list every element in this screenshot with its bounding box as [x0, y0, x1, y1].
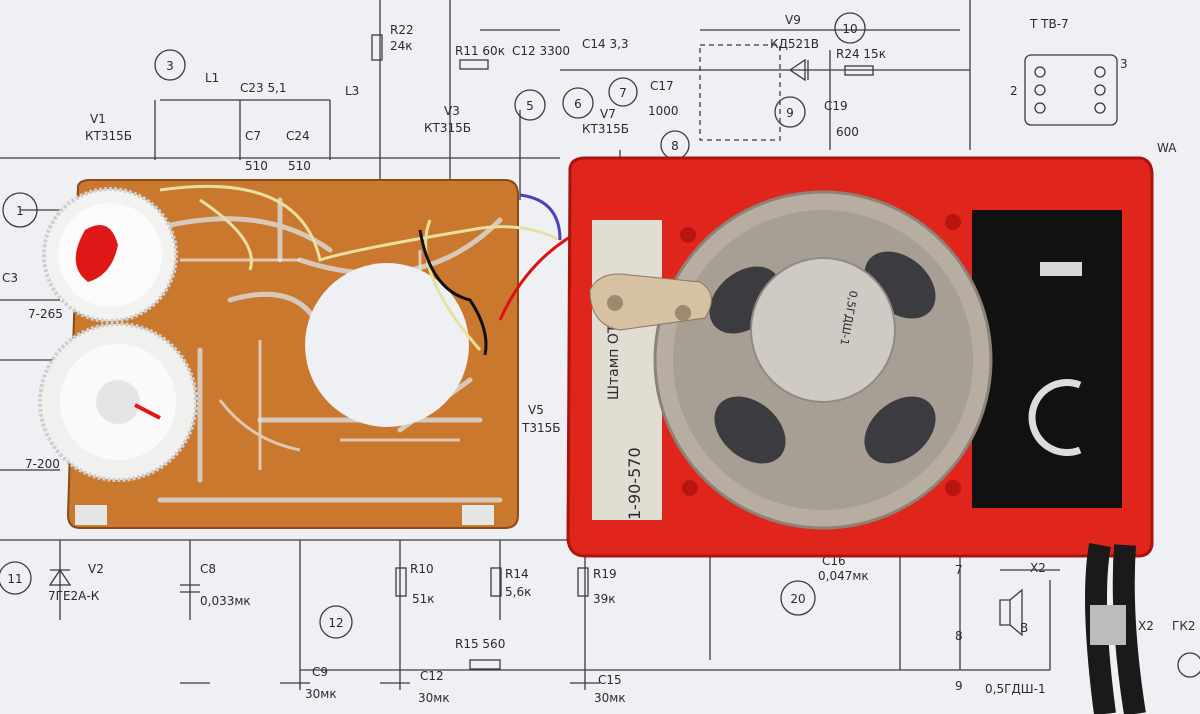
- svg-text:КД521В: КД521В: [770, 37, 819, 51]
- svg-text:V1: V1: [90, 112, 106, 126]
- svg-text:20: 20: [790, 592, 805, 606]
- svg-text:КТ315Б: КТ315Б: [85, 129, 132, 143]
- svg-text:6: 6: [574, 97, 582, 111]
- svg-text:600: 600: [836, 125, 859, 139]
- cable-clip: [1090, 605, 1126, 645]
- svg-text:24к: 24к: [390, 39, 413, 53]
- svg-text:C7: C7: [245, 129, 261, 143]
- svg-text:C24: C24: [286, 129, 310, 143]
- transformer-symbol: [1024, 54, 1118, 126]
- svg-text:1-90-570: 1-90-570: [625, 447, 644, 520]
- svg-text:B: B: [1020, 621, 1028, 635]
- svg-text:C23 5,1: C23 5,1: [240, 81, 287, 95]
- svg-text:30мк: 30мк: [594, 691, 626, 705]
- speaker: 0,5ГДШ-1: [653, 190, 993, 530]
- svg-text:C9: C9: [312, 665, 328, 679]
- svg-text:C17: C17: [650, 79, 674, 93]
- svg-text:T ТВ-7: T ТВ-7: [1029, 17, 1069, 31]
- svg-text:L3: L3: [345, 84, 359, 98]
- svg-text:5: 5: [526, 99, 534, 113]
- svg-text:КТ315Б: КТ315Б: [582, 122, 629, 136]
- svg-text:C14 3,3: C14 3,3: [582, 37, 629, 51]
- svg-text:0,5ГДШ-1: 0,5ГДШ-1: [985, 682, 1046, 696]
- svg-text:8: 8: [955, 629, 963, 643]
- otk-label: [592, 220, 662, 520]
- svg-text:R15 560: R15 560: [455, 637, 505, 651]
- svg-text:1: 1: [16, 204, 24, 218]
- svg-text:30мк: 30мк: [418, 691, 450, 705]
- svg-text:V2: V2: [88, 562, 104, 576]
- tuning-knob: [42, 187, 178, 323]
- svg-text:Штамп ОТК: Штамп ОТК: [606, 315, 622, 400]
- svg-text:КТ315Б: КТ315Б: [424, 121, 471, 135]
- svg-text:R24 15к: R24 15к: [836, 47, 886, 61]
- svg-text:R11 60к: R11 60к: [455, 44, 505, 58]
- svg-text:L1: L1: [205, 71, 219, 85]
- speaker-magnet: [750, 257, 896, 403]
- svg-text:X2: X2: [1138, 619, 1154, 633]
- svg-text:C12: C12: [420, 669, 444, 683]
- svg-text:0,033мк: 0,033мк: [200, 594, 251, 608]
- svg-text:12: 12: [328, 616, 343, 630]
- svg-text:V5: V5: [528, 403, 544, 417]
- svg-text:C12 3300: C12 3300: [512, 44, 570, 58]
- svg-text:7ГЕ2А-К: 7ГЕ2А-К: [48, 589, 100, 603]
- volume-knob: [38, 322, 198, 482]
- schematic-labels: R22 24к R11 60к C12 3300 C14 3,3 V9 КД52…: [2, 13, 1195, 705]
- svg-text:51к: 51к: [412, 592, 435, 606]
- schematic-circles: 3 1 5 6 7 8 9 10 11 12 20: [0, 12, 866, 639]
- svg-text:X2: X2: [1030, 561, 1046, 575]
- diode-symbol: [48, 568, 72, 586]
- pcb-hole: [305, 263, 469, 427]
- svg-text:0,047мк: 0,047мк: [818, 569, 869, 583]
- svg-text:39к: 39к: [593, 592, 616, 606]
- diode-v9-symbol: [788, 58, 809, 82]
- svg-text:ГК2: ГК2: [1172, 619, 1195, 633]
- svg-text:3: 3: [1120, 57, 1128, 71]
- wire-yellow: [159, 184, 561, 351]
- svg-text:5,6к: 5,6к: [505, 585, 531, 599]
- svg-text:30мк: 30мк: [305, 687, 337, 701]
- svg-text:Т315Б: Т315Б: [521, 421, 560, 435]
- svg-text:C15: C15: [598, 673, 622, 687]
- svg-text:C8: C8: [200, 562, 216, 576]
- svg-text:V9: V9: [785, 13, 801, 27]
- svg-text:9: 9: [955, 679, 963, 693]
- svg-text:R19: R19: [593, 567, 617, 581]
- svg-text:1000: 1000: [648, 104, 679, 118]
- schematic-wires: [0, 0, 1200, 690]
- svg-text:2: 2: [1010, 84, 1018, 98]
- svg-text:510: 510: [245, 159, 268, 173]
- svg-text:V7: V7: [600, 107, 616, 121]
- svg-text:WA: WA: [1157, 141, 1177, 155]
- svg-text:C3: C3: [2, 271, 18, 285]
- svg-text:9: 9: [786, 106, 794, 120]
- svg-text:V3: V3: [444, 104, 460, 118]
- speaker-symbol: [999, 588, 1023, 637]
- svg-text:3: 3: [166, 59, 174, 73]
- svg-text:7: 7: [619, 86, 627, 100]
- svg-text:11: 11: [7, 572, 22, 586]
- battery-panel: [972, 210, 1122, 508]
- svg-text:7: 7: [955, 563, 963, 577]
- svg-text:510: 510: [288, 159, 311, 173]
- svg-text:R10: R10: [410, 562, 434, 576]
- svg-text:7-200: 7-200: [25, 457, 60, 471]
- svg-text:10: 10: [842, 22, 857, 36]
- svg-text:C19: C19: [824, 99, 848, 113]
- svg-text:R14: R14: [505, 567, 529, 581]
- svg-text:8: 8: [671, 139, 679, 153]
- svg-text:R22: R22: [390, 23, 414, 37]
- svg-text:7-265: 7-265: [28, 307, 63, 321]
- wire-black: [418, 229, 488, 356]
